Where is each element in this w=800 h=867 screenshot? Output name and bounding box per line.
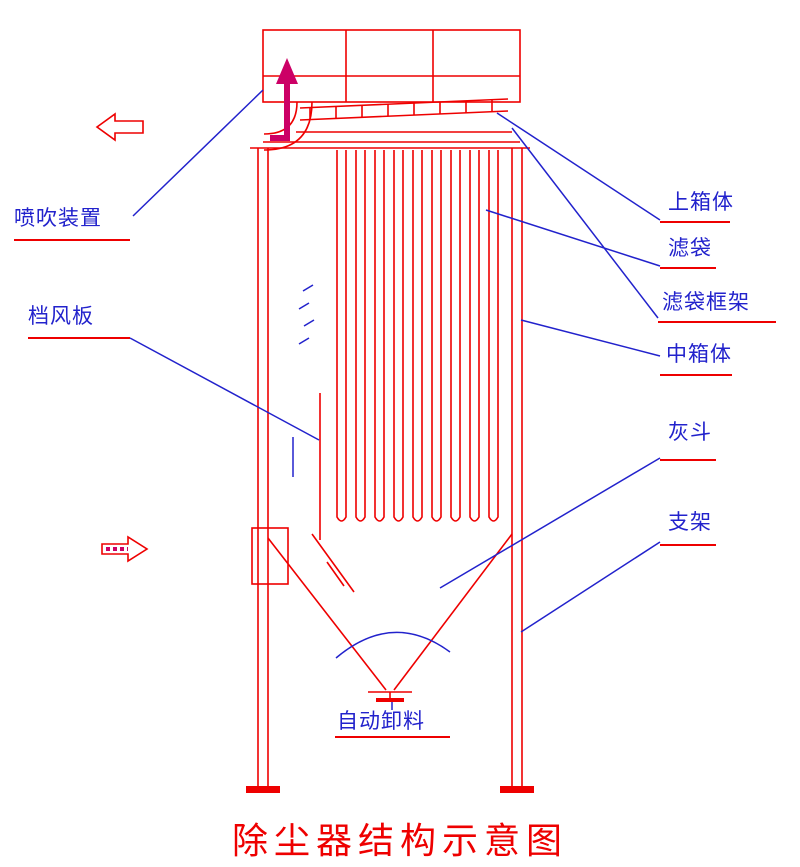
body-walls-and-legs	[246, 148, 534, 793]
airflow-dashes	[292, 284, 315, 477]
up-flow-arrow-icon	[106, 58, 298, 551]
hopper-outline	[267, 533, 513, 702]
leader-lines	[129, 89, 661, 710]
tube-sheet	[250, 131, 530, 149]
diagram-title: 除尘器结构示意图	[231, 821, 568, 862]
inlet-duct-box	[251, 527, 355, 593]
outlet-arrow-icon	[95, 112, 144, 142]
label-upper-box: 上箱体	[668, 190, 734, 214]
label-filter-bag: 滤袋	[668, 236, 712, 260]
venturi-row	[299, 98, 509, 121]
label-baffle: 档风板	[28, 304, 94, 328]
label-underlines	[14, 221, 776, 738]
label-blow-device: 喷吹装置	[14, 206, 102, 230]
label-ash-hopper: 灰斗	[668, 420, 712, 444]
label-support: 支架	[668, 510, 712, 534]
inlet-arrow-icon	[101, 535, 149, 563]
label-auto-discharge: 自动卸料	[337, 709, 425, 733]
label-bag-cage: 滤袋框架	[662, 290, 750, 314]
upper-box-outline	[262, 29, 521, 103]
filter-bags-group	[336, 150, 499, 522]
label-middle-box: 中箱体	[666, 342, 732, 366]
dust-level-arc	[335, 631, 451, 659]
